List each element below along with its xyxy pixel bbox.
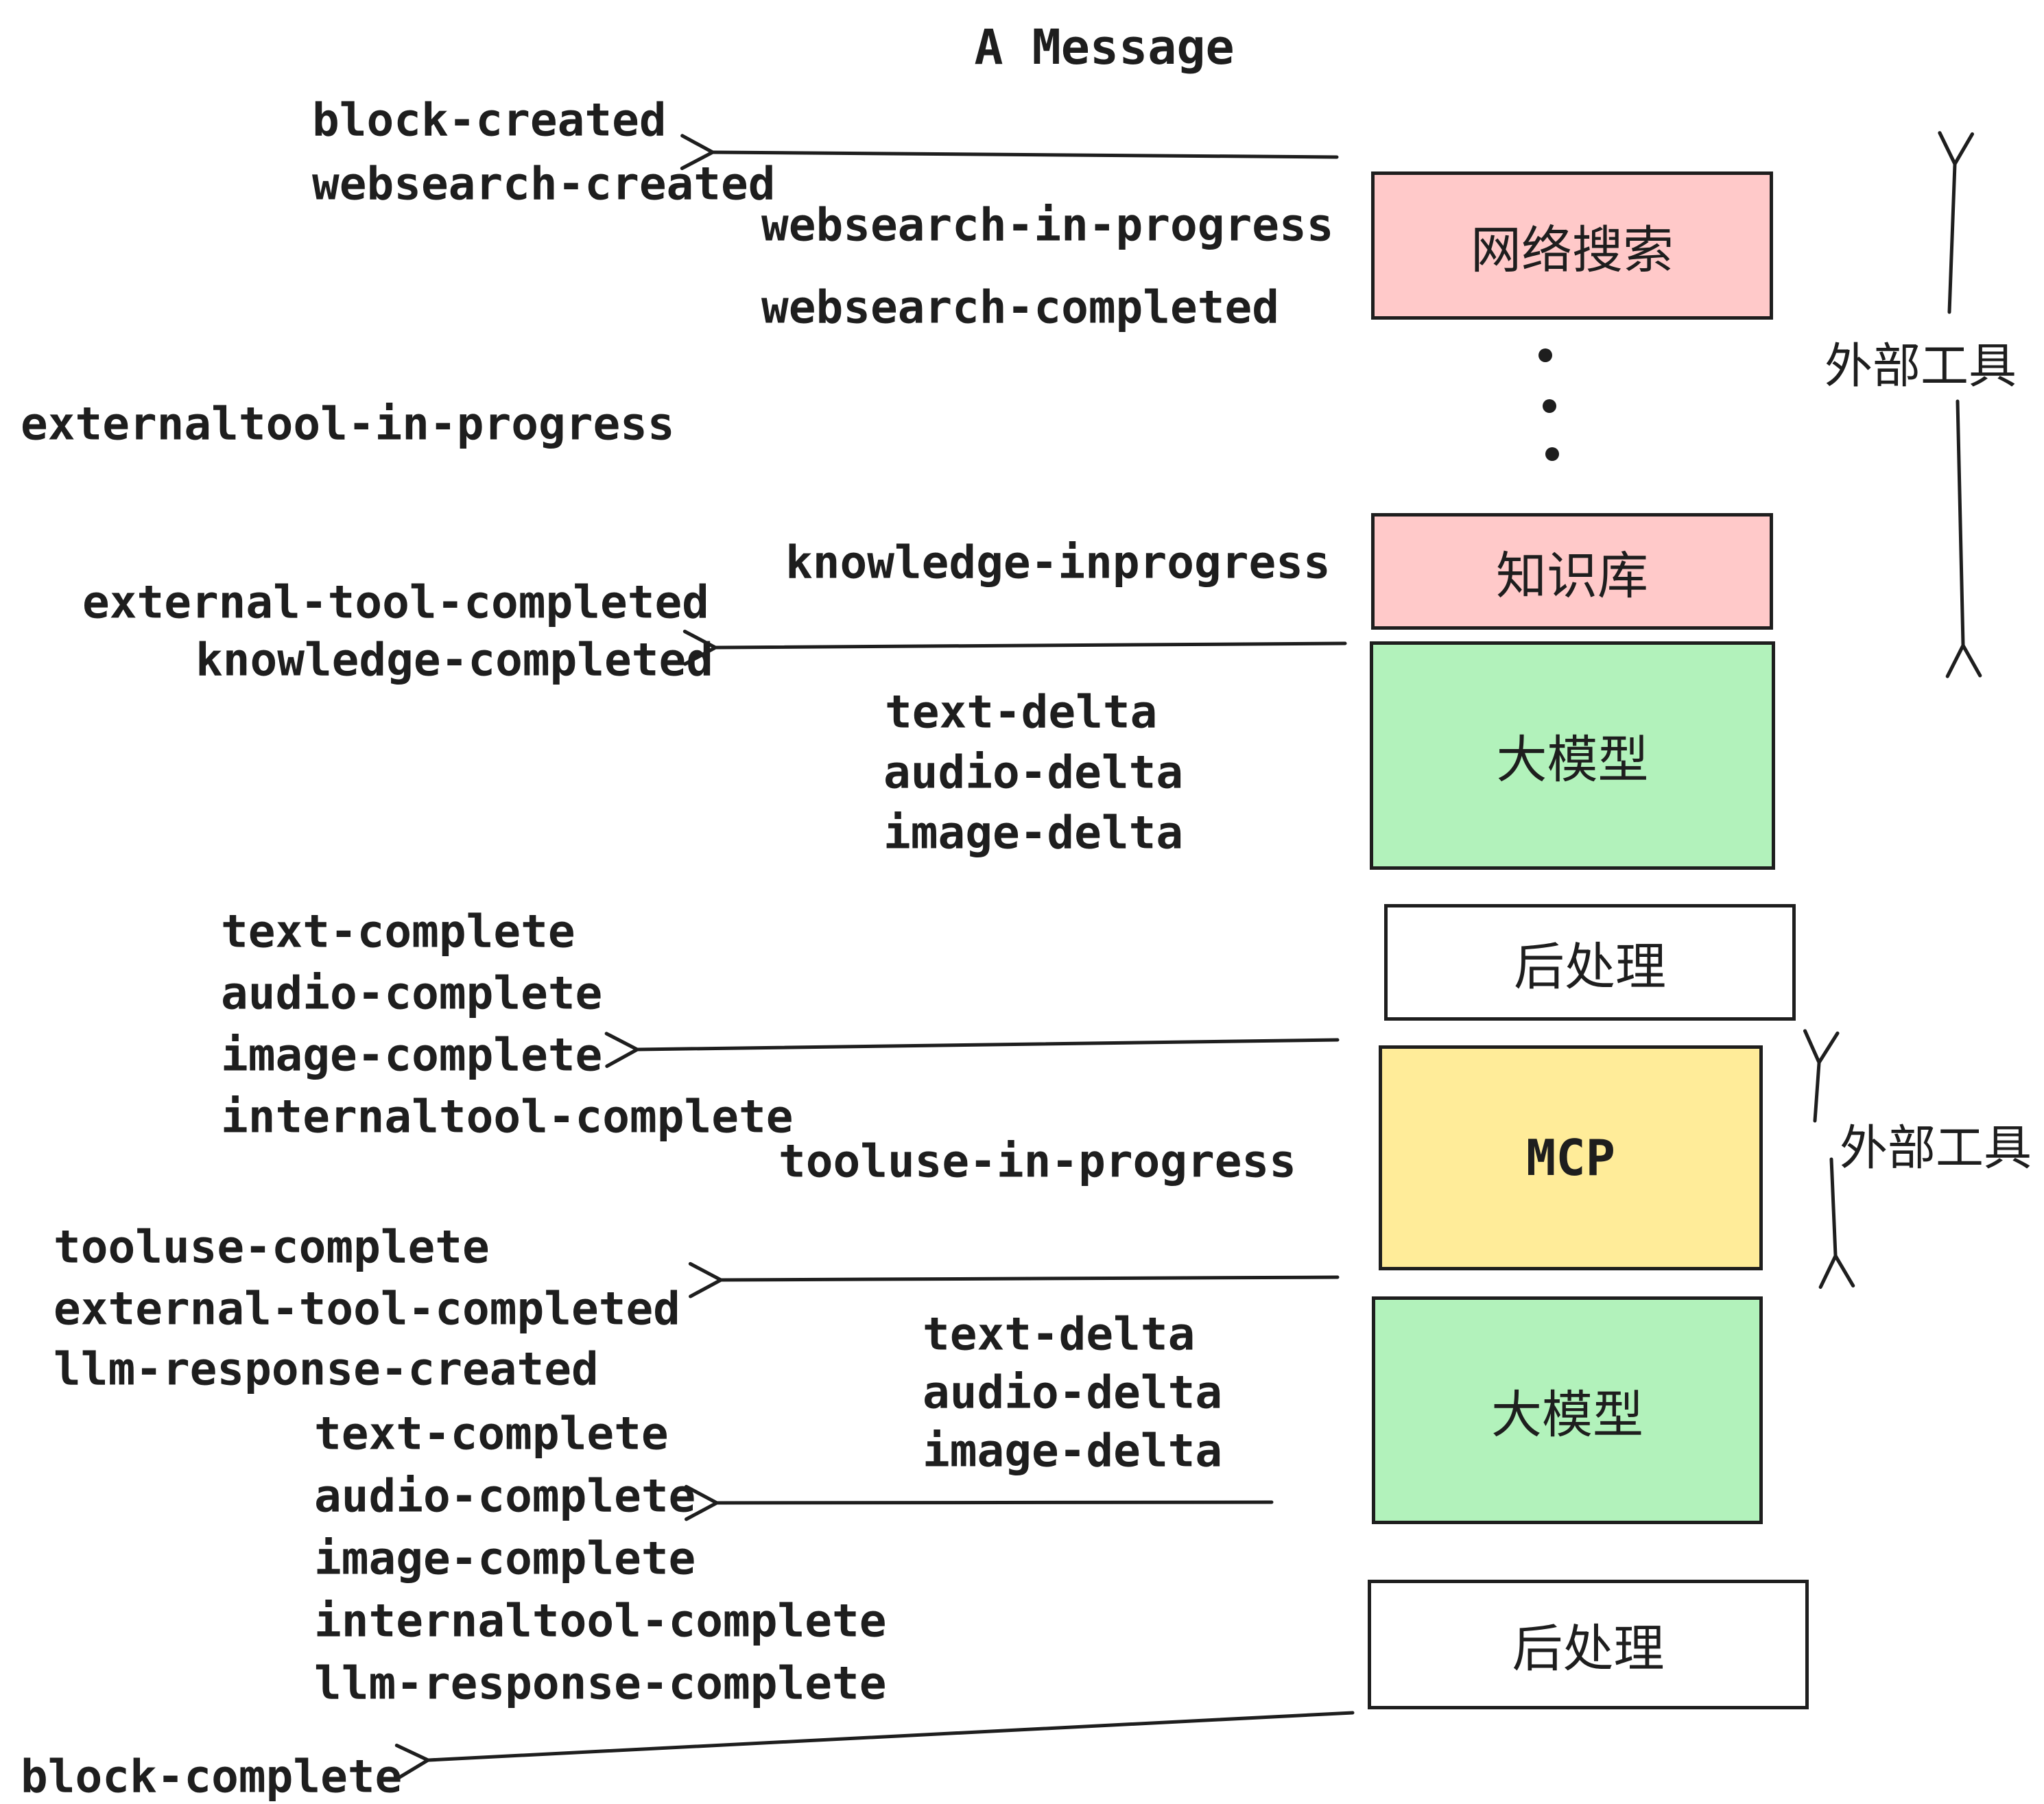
event-label-websearch-created: websearch-created <box>312 157 776 211</box>
external-tools-mcp-label: 外部工具 <box>1840 1121 2032 1175</box>
box-postprocess-2-label: 后处理 <box>1512 1620 1665 1677</box>
box-websearch: 网络搜索 <box>1371 171 1773 320</box>
event-label-llm-response-created: llm-response-created <box>54 1342 599 1396</box>
box-postprocess-1: 后处理 <box>1384 904 1796 1021</box>
box-postprocess-1-label: 后处理 <box>1514 938 1666 995</box>
event-label-externaltool-in-progress: externaltool-in-progress <box>21 397 675 451</box>
box-llm-2-label: 大模型 <box>1491 1386 1643 1443</box>
arrow-to-block-complete <box>394 1711 1355 1780</box>
arrow-external-tools-down <box>1945 399 1982 678</box>
event-label-audio-delta-1: audio-delta <box>883 746 1184 799</box>
box-knowledge: 知识库 <box>1371 513 1773 630</box>
event-label-external-tool-completed-1: external-tool-completed <box>82 575 709 629</box>
arrow-to-websearch-created <box>680 134 1339 170</box>
box-postprocess-2: 后处理 <box>1368 1580 1809 1709</box>
ellipsis-dots <box>1538 348 1559 461</box>
box-mcp: MCP <box>1379 1045 1763 1270</box>
event-label-tooluse-complete: tooluse-complete <box>54 1220 490 1274</box>
arrow-to-knowledge-completed <box>682 629 1347 666</box>
arrow-to-image-complete <box>604 1032 1340 1068</box>
event-label-audio-complete-2: audio-complete <box>314 1469 696 1523</box>
external-tools-top-label: 外部工具 <box>1825 339 2017 393</box>
event-label-knowledge-inprogress: knowledge-inprogress <box>785 536 1331 589</box>
diagram-title: A Message <box>974 19 1235 75</box>
event-label-text-delta-2: text-delta <box>923 1307 1196 1361</box>
event-label-text-complete-2: text-complete <box>314 1407 669 1460</box>
event-label-text-complete-1: text-complete <box>221 905 575 958</box>
arrow-to-audio-complete <box>684 1484 1274 1521</box>
box-mcp-label: MCP <box>1525 1129 1616 1187</box>
event-label-block-complete: block-complete <box>21 1750 403 1803</box>
event-label-tooluse-in-progress: tooluse-in-progress <box>779 1135 1296 1188</box>
arrow-external-tools-up <box>1938 131 1975 314</box>
event-label-websearch-in-progress: websearch-in-progress <box>761 198 1334 252</box>
event-label-image-complete-1: image-complete <box>221 1028 603 1082</box>
arrow-mcp-external-tools-down <box>1818 1157 1855 1290</box>
box-llm-1: 大模型 <box>1370 641 1775 870</box>
event-label-internaltool-complete-1: internaltool-complete <box>221 1090 794 1143</box>
event-label-audio-delta-2: audio-delta <box>923 1366 1223 1419</box>
box-llm-1-label: 大模型 <box>1496 731 1649 788</box>
box-websearch-label: 网络搜索 <box>1471 221 1674 278</box>
event-label-image-delta-2: image-delta <box>923 1424 1223 1477</box>
arrow-mcp-external-tools-up <box>1803 1029 1840 1123</box>
event-label-knowledge-completed: knowledge-completed <box>195 633 713 687</box>
event-label-websearch-completed: websearch-completed <box>761 281 1279 334</box>
event-label-internaltool-complete-2: internaltool-complete <box>314 1594 887 1648</box>
event-label-image-delta-1: image-delta <box>883 806 1184 859</box>
event-label-block-created: block-created <box>312 93 667 147</box>
event-label-text-delta-1: text-delta <box>885 685 1158 739</box>
box-knowledge-label: 知识库 <box>1496 547 1648 604</box>
event-label-audio-complete-1: audio-complete <box>221 966 603 1020</box>
arrow-to-external-tool-completed <box>688 1261 1340 1298</box>
box-llm-2: 大模型 <box>1372 1296 1763 1524</box>
event-label-image-complete-2: image-complete <box>314 1532 696 1585</box>
event-label-external-tool-completed-2: external-tool-completed <box>54 1282 680 1336</box>
event-label-llm-response-complete: llm-response-complete <box>314 1657 887 1710</box>
